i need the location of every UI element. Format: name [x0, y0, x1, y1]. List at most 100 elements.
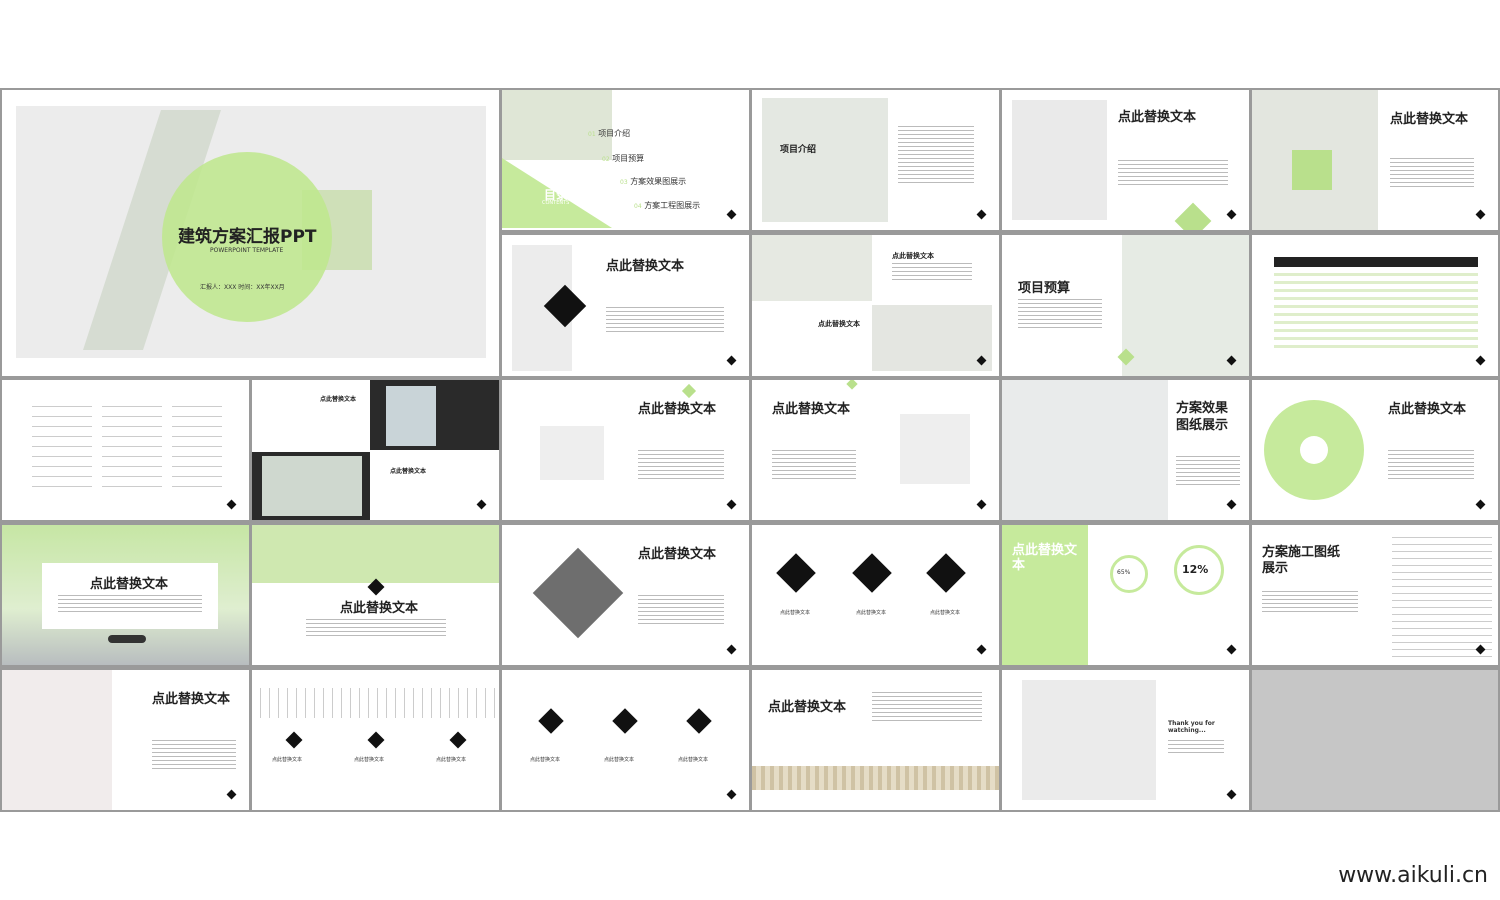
render-photo [1002, 380, 1168, 520]
slide-title: 点此替换文本 [1118, 110, 1197, 125]
slide-marker-icon [1475, 499, 1486, 510]
slide-placeholder-d[interactable]: 点此替换文本 点此替换文本 [752, 235, 999, 376]
feature-label-2: 点此替换文本 [354, 757, 385, 763]
slide-body-text [152, 740, 236, 770]
slide-marker-icon [1226, 209, 1237, 220]
slide-body-text [872, 692, 982, 722]
overview-more-button[interactable] [108, 635, 146, 643]
toc-item-3[interactable]: 03 方案效果图展示 [620, 177, 687, 186]
slide-title: 点此替换文本 [606, 259, 685, 274]
schedule-rows [1274, 273, 1478, 351]
slide-title: 点此替换文本 [1388, 402, 1467, 417]
slide-green-banner-image [252, 525, 499, 583]
slide-body-text [638, 450, 724, 480]
slide-three-features[interactable]: 点此替换文本 点此替换文本 点此替换文本 [252, 670, 499, 810]
thanks-axonometric-image [1022, 680, 1156, 800]
slide-body-text [1118, 160, 1228, 188]
slide-marker-icon [726, 499, 737, 510]
slide-marker-icon [1475, 355, 1486, 366]
slide-marker-icon [1475, 209, 1486, 220]
slide-body-text [306, 619, 446, 637]
item-diamond-3 [926, 553, 966, 593]
slide-cover[interactable]: 建筑方案汇报PPT POWERPOINT TEMPLATE 汇报人：XXX 时间… [2, 90, 499, 376]
progress-green-panel [1002, 525, 1088, 665]
green-diamond-shape [681, 383, 697, 399]
slide-collage-image-2 [872, 305, 992, 371]
numbered-diamond-2 [612, 708, 638, 734]
slide-body-text [606, 307, 724, 335]
slide-title: 点此替换文本 [152, 692, 231, 707]
toc-item-1[interactable]: 01 项目介绍 [588, 129, 631, 138]
slide-thumbnail-grid: 建筑方案汇报PPT POWERPOINT TEMPLATE 汇报人：XXX 时间… [0, 88, 1500, 812]
slide-marker-icon [1226, 644, 1237, 655]
slide-placeholder-g[interactable]: 点此替换文本 [752, 380, 999, 520]
progress-ring-b [1174, 545, 1224, 595]
overview-body-text [58, 595, 202, 613]
construction-body-text [1262, 591, 1358, 613]
slide-title: 点此替换文本 [638, 547, 717, 562]
numbered-diamond-3 [686, 708, 712, 734]
slide-icon-grid[interactable] [2, 380, 249, 520]
slide-progress[interactable]: 点此替换文本 65% 12% [1002, 525, 1249, 665]
slide-placeholder-j[interactable]: 点此替换文本 [502, 525, 749, 665]
slide-photo-2 [262, 456, 362, 516]
slide-placeholder-a[interactable]: 点此替换文本 [1002, 90, 1249, 230]
slide-marker-icon [726, 209, 737, 220]
toc-item-2[interactable]: 02 项目预算 [602, 154, 645, 163]
slide-intro[interactable]: 项目介绍 [752, 90, 999, 230]
slide-subtitle: 点此替换文本 [390, 468, 427, 475]
budget-site-image [1122, 235, 1249, 376]
slide-title: 点此替换文本 [638, 402, 717, 417]
slide-marker-icon [1226, 789, 1237, 800]
slide-marker-icon [226, 499, 237, 510]
green-diamond-shape [1174, 202, 1212, 230]
slide-photo-1 [386, 386, 436, 446]
slide-title: 点此替换文本 [320, 396, 357, 403]
watermark-text: www.aikuli.cn [1338, 863, 1488, 888]
slide-title: 点此替换文本 [772, 402, 851, 417]
slide-placeholder-h[interactable]: 点此替换文本 [1252, 380, 1498, 520]
slide-marker-icon [976, 644, 987, 655]
overview-title: 点此替换文本 [90, 577, 169, 592]
slide-placeholder-k[interactable]: 点此替换文本 [2, 670, 249, 810]
slide-toc[interactable]: 目录 CONTENTS 01 项目介绍 02 项目预算 03 方案效果图展示 0… [502, 90, 749, 230]
toc-item-4[interactable]: 04 方案工程图展示 [634, 201, 701, 210]
slide-placeholder-i[interactable]: 点此替换文本 [252, 525, 499, 665]
cover-reporter: 汇报人：XXX 时间：XX年XX月 [200, 284, 285, 291]
thanks-title: Thank you for watching... [1168, 720, 1215, 734]
slide-photo-diamond [532, 547, 624, 639]
slide-budget[interactable]: 项目预算 [1002, 235, 1249, 376]
slide-overview[interactable]: 点此替换文本 [2, 525, 249, 665]
toc-image [502, 90, 612, 160]
slide-placeholder-e[interactable]: 点此替换文本 点此替换文本 [252, 380, 499, 520]
toc-title: 目录 [544, 188, 569, 202]
cover-subtitle: POWERPOINT TEMPLATE [210, 247, 284, 254]
slide-floorplan-image [540, 426, 604, 480]
slide-thanks[interactable]: Thank you for watching... [1002, 670, 1249, 810]
slide-construction[interactable]: 方案施工图纸展示 [1252, 525, 1498, 665]
numbered-diamond-1 [538, 708, 564, 734]
toc-green-triangle [502, 158, 612, 228]
intro-plan-image [762, 98, 888, 222]
slide-empty-cell [1252, 670, 1498, 810]
slide-subtitle: 点此替换文本 [818, 320, 860, 328]
budget-title: 项目预算 [1018, 281, 1071, 296]
slide-marker-icon [476, 499, 487, 510]
slide-title: 点此替换文本 [1390, 112, 1469, 127]
slide-schedule[interactable] [1252, 235, 1498, 376]
cover-green-circle [162, 152, 332, 322]
slide-marker-icon [1226, 499, 1237, 510]
slide-body-text [1390, 158, 1474, 190]
construction-title: 方案施工图纸展示 [1262, 545, 1341, 576]
slide-title: 点此替换文本 [340, 601, 419, 616]
item-diamond-2 [852, 553, 892, 593]
slide-numbered-items[interactable]: 点此替换文本 点此替换文本 点此替换文本 [502, 670, 749, 810]
schedule-header-bar [1274, 257, 1478, 267]
slide-placeholder-b[interactable]: 点此替换文本 [1252, 90, 1498, 230]
slide-three-items[interactable]: 点此替换文本 点此替换文本 点此替换文本 [752, 525, 999, 665]
slide-placeholder-f[interactable]: 点此替换文本 [502, 380, 749, 520]
slide-render[interactable]: 方案效果图纸展示 [1002, 380, 1249, 520]
slide-placeholder-l[interactable]: 点此替换文本 [752, 670, 999, 810]
slide-placeholder-c[interactable]: 点此替换文本 [502, 235, 749, 376]
icon-grid-items [22, 406, 222, 490]
